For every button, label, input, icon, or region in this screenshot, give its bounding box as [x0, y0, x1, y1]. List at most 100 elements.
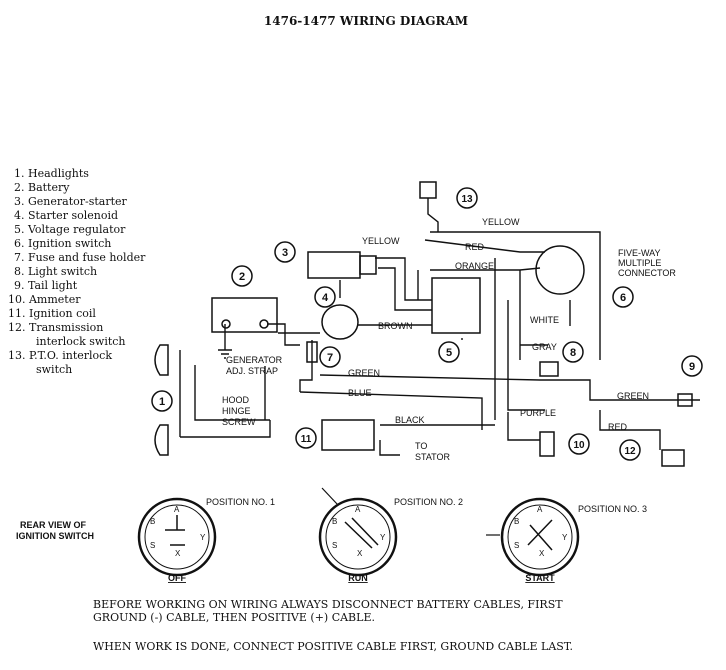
callout-13: 13 — [456, 187, 478, 209]
callout-1: 1 — [151, 390, 173, 412]
callout-8: 8 — [562, 341, 584, 363]
svg-text:5: 5 — [446, 347, 452, 359]
svg-text:START: START — [525, 573, 555, 583]
callout-3: 3 — [274, 241, 296, 263]
svg-text:Y: Y — [200, 533, 206, 542]
svg-text:11: 11 — [301, 434, 312, 445]
notes: GENERATOR ADJ. STRAP HOOD HINGE SCREW FI… — [222, 248, 676, 427]
callout-11: 11 — [295, 427, 317, 449]
svg-text:X: X — [175, 549, 181, 558]
five-way-note: CONNECTOR — [618, 268, 676, 278]
svg-text:A: A — [537, 505, 543, 514]
svg-text:12: 12 — [624, 446, 636, 457]
svg-text:B: B — [514, 517, 519, 526]
rear-view-label: REAR VIEW OF — [20, 520, 87, 530]
svg-text:9: 9 — [689, 361, 695, 373]
svg-text:7: 7 — [327, 352, 333, 364]
legend-item: 8. Light switch — [14, 265, 97, 278]
svg-text:Y: Y — [562, 533, 568, 542]
legend-item: 6. Ignition switch — [14, 237, 111, 250]
legend-item: 1. Headlights — [14, 167, 89, 180]
wire-label-black: BLACK — [395, 415, 425, 425]
generator-terminals — [359, 255, 377, 275]
callout-2: 2 — [231, 265, 253, 287]
warning-line: GROUND (-) CABLE, THEN POSITIVE (+) CABL… — [93, 611, 375, 624]
wire-label-white: WHITE — [530, 315, 559, 325]
legend-item: 4. Starter solenoid — [14, 209, 118, 222]
wire-label-brown: BROWN — [378, 321, 413, 331]
legend-item: interlock switch — [36, 335, 126, 348]
ammeter — [539, 431, 555, 457]
callout-5: 5 — [438, 341, 460, 363]
five-way-connector — [535, 245, 585, 295]
page-title: 1476-1477 WIRING DIAGRAM — [264, 14, 468, 28]
rear-view-label: IGNITION SWITCH — [16, 531, 94, 541]
five-way-note: MULTIPLE — [618, 258, 661, 268]
warnings: BEFORE WORKING ON WIRING ALWAYS DISCONNE… — [93, 598, 573, 653]
svg-text:4: 4 — [322, 292, 329, 304]
svg-text:10: 10 — [573, 440, 585, 451]
light-switch — [539, 361, 559, 377]
ignition-position-run: POSITION NO. 2 RUN A B Y S X — [318, 497, 463, 583]
svg-text:S: S — [514, 541, 519, 550]
transmission-interlock-switch — [661, 449, 685, 467]
svg-text:X: X — [539, 549, 545, 558]
svg-text:POSITION NO. 2: POSITION NO. 2 — [394, 497, 463, 507]
legend-item: 12. Transmission — [8, 321, 103, 334]
wires — [179, 198, 700, 456]
svg-text:A: A — [355, 505, 361, 514]
callout-10: 10 — [568, 433, 590, 455]
svg-text:S: S — [332, 541, 337, 550]
svg-text:13: 13 — [461, 194, 473, 205]
legend-item: 13. P.T.O. interlock — [8, 349, 112, 362]
svg-text:A: A — [174, 505, 180, 514]
hood-hinge-note: SCREW — [222, 417, 256, 427]
generator-starter — [307, 251, 361, 279]
wire-label-blue: BLUE — [348, 388, 372, 398]
tail-light — [677, 393, 693, 407]
legend-item: 2. Battery — [14, 181, 70, 194]
legend-item: 7. Fuse and fuse holder — [14, 251, 146, 264]
voltage-regulator — [431, 277, 481, 334]
callouts: 1 2 3 4 5 6 7 8 9 10 11 12 13 — [151, 187, 703, 461]
wire-label-yellow: YELLOW — [482, 217, 520, 227]
svg-text:8: 8 — [570, 347, 576, 359]
wire-label-gray: GRAY — [532, 342, 557, 352]
svg-text:OFF: OFF — [168, 573, 186, 583]
generator-strap-note: GENERATOR — [226, 355, 283, 365]
ground-icon — [218, 349, 232, 359]
wire-label-red: RED — [608, 422, 628, 432]
starter-solenoid — [321, 304, 359, 340]
battery — [211, 297, 278, 333]
stator-label: STATOR — [415, 452, 451, 462]
callout-9: 9 — [681, 355, 703, 377]
legend-item: 10. Ammeter — [8, 293, 81, 306]
svg-text:B: B — [332, 517, 337, 526]
legend-item: switch — [36, 363, 72, 376]
warning-line: BEFORE WORKING ON WIRING ALWAYS DISCONNE… — [93, 598, 563, 611]
callout-7: 7 — [319, 346, 341, 368]
headlight-top — [154, 344, 169, 376]
callout-4: 4 — [314, 286, 336, 308]
wire-label-yellow: YELLOW — [362, 236, 400, 246]
battery-negative-terminal — [221, 319, 231, 329]
legend-item: 3. Generator-starter — [14, 195, 128, 208]
pto-interlock-switch — [419, 181, 437, 199]
fuse-holder — [306, 341, 318, 363]
wire-label-red: RED — [465, 242, 485, 252]
wire-labels: YELLOW YELLOW RED ORANGE BROWN WHITE GRA… — [348, 217, 649, 462]
svg-text:3: 3 — [282, 247, 288, 259]
svg-text:Y: Y — [380, 533, 386, 542]
callout-6: 6 — [612, 286, 634, 308]
svg-text:1: 1 — [159, 396, 165, 408]
components — [154, 181, 693, 467]
hood-hinge-note: HINGE — [222, 406, 251, 416]
hood-hinge-note: HOOD — [222, 395, 250, 405]
ignition-position-off: POSITION NO. 1 OFF A B Y S X — [137, 497, 275, 583]
legend-item: 5. Voltage regulator — [14, 223, 126, 236]
svg-text:6: 6 — [620, 292, 626, 304]
svg-text:POSITION NO. 1: POSITION NO. 1 — [206, 497, 275, 507]
five-way-note: FIVE-WAY — [618, 248, 661, 258]
ignition-switch-views: REAR VIEW OF IGNITION SWITCH POSITION NO… — [16, 487, 647, 583]
